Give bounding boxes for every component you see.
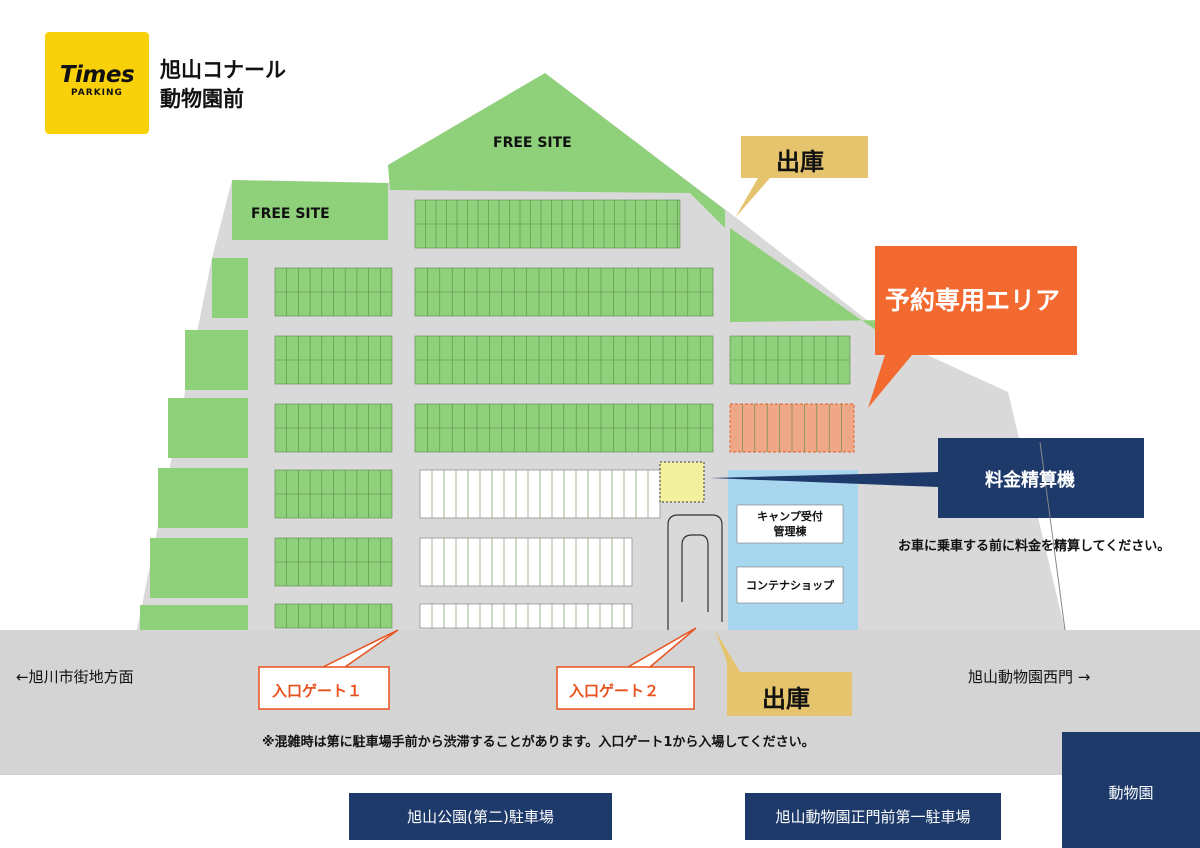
exit-callout-top-bubble <box>735 136 868 218</box>
free-site-label-left: FREE SITE <box>251 206 330 222</box>
parking-2-label: 旭山公園(第二)駐車場 <box>407 808 554 826</box>
payment-machine-label: 料金精算機 <box>985 470 1075 491</box>
reserved-callout-bubble <box>868 246 1077 408</box>
road-right-direction: 旭山動物園西門 → <box>968 668 1091 686</box>
logo-brand: Times <box>59 62 135 88</box>
free-site-left <box>232 180 388 240</box>
gate1-callout-bubble <box>258 629 399 710</box>
boundary-line <box>1039 441 1066 631</box>
times-parking-logo: Times PARKING <box>45 32 149 134</box>
camp-reception-label: キャンプ受付 管理棟 <box>737 509 843 539</box>
camp-reception-line2: 管理棟 <box>773 525 807 538</box>
parking-1-label: 旭山動物園正門前第一駐車場 <box>775 808 971 826</box>
exit-callout-bottom-bubble <box>715 630 852 716</box>
title-line1: 旭山コナール <box>160 58 286 82</box>
reserved-area-label: 予約専用エリア <box>885 286 1061 315</box>
logo-sub: PARKING <box>71 88 123 98</box>
payment-note: お車に乗車する前に料金を精算してください。 <box>898 539 1171 554</box>
title-line2: 動物園前 <box>160 87 244 111</box>
exit-label-bottom: 出庫 <box>762 685 810 713</box>
parking-1-box <box>745 793 1001 840</box>
free-site-top <box>388 73 725 228</box>
camp-reception-building <box>736 504 844 544</box>
exit-lane <box>667 514 723 630</box>
payment-callout-bubble <box>710 438 1144 518</box>
payment-machine-marker <box>659 461 705 503</box>
stall-dividers <box>286 200 842 628</box>
road-left-direction: ←旭川市街地方面 <box>16 668 134 686</box>
camp-reception-line1: キャンプ受付 <box>757 510 823 523</box>
container-shop-building <box>736 566 844 604</box>
parking-2-box <box>349 793 612 840</box>
white-stall-blocks <box>419 469 661 629</box>
zoo-label: 動物園 <box>1108 784 1154 802</box>
free-site-right <box>730 228 890 340</box>
congestion-note: ※混雑時は第に駐車場手前から渋滞することがあります。入口ゲート1から入場してくだ… <box>262 735 815 750</box>
container-shop-label: コンテナショップ <box>746 579 834 592</box>
left-green-strips <box>140 258 248 630</box>
camp-area <box>728 470 858 630</box>
gate2-label: 入口ゲート２ <box>569 682 660 700</box>
free-site-label-top: FREE SITE <box>493 135 572 151</box>
zoo-box <box>1062 732 1200 848</box>
gate2-callout-bubble <box>556 627 697 710</box>
gate1-label: 入口ゲート１ <box>272 682 363 700</box>
exit-label-top: 出庫 <box>776 148 824 176</box>
page-title: 旭山コナール 動物園前 <box>160 56 286 114</box>
